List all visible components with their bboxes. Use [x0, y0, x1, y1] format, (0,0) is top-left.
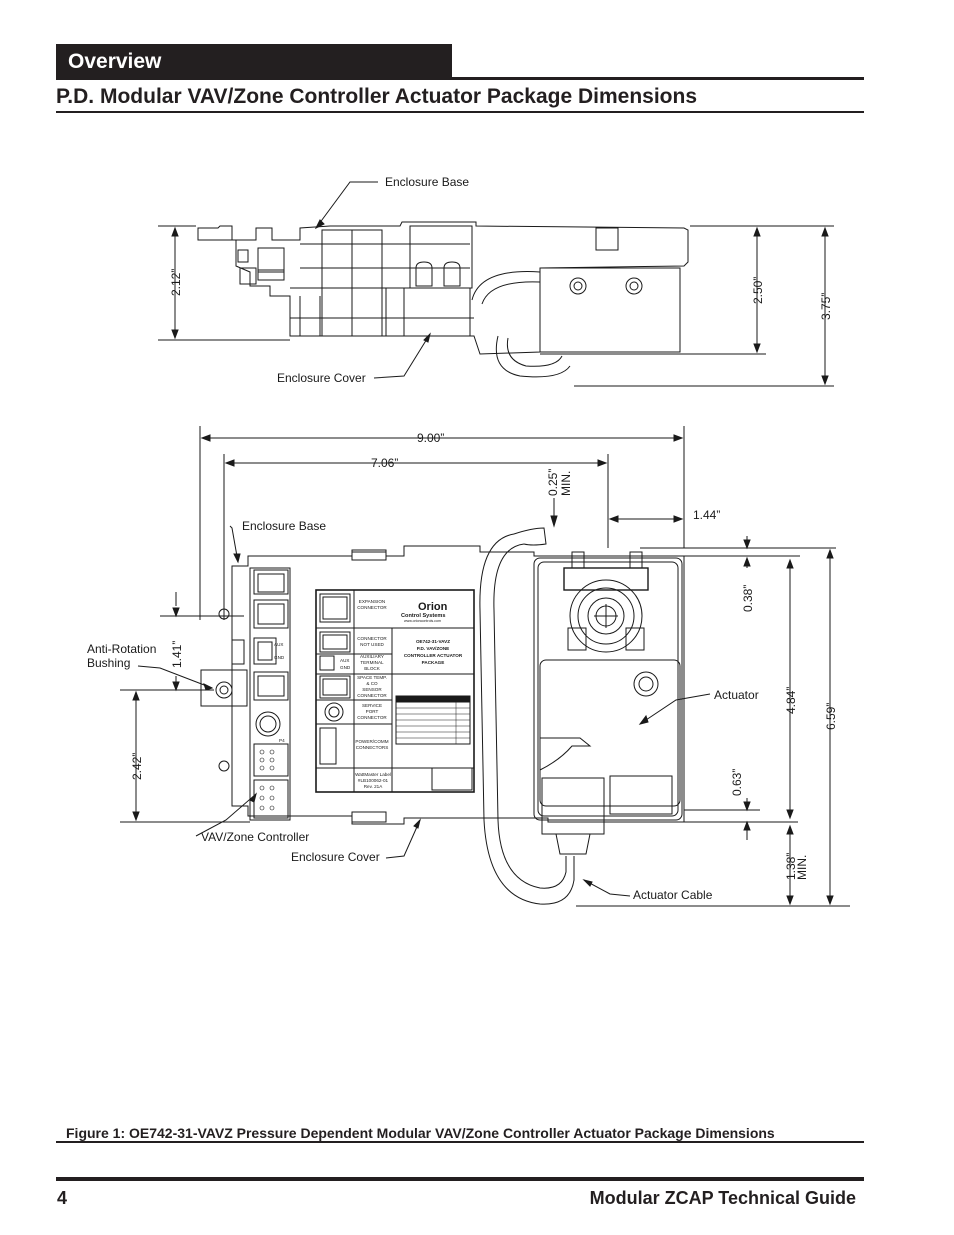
svg-text:EXPANSION: EXPANSION: [359, 599, 385, 604]
top-view-labels: Enclosure Base Enclosure Cover 2.12” 2.5…: [169, 175, 833, 385]
label-bushing: Bushing: [87, 656, 130, 670]
dim-0-63: 0.63”: [730, 769, 744, 796]
section-tab: Overview: [56, 44, 452, 78]
section-label: Overview: [68, 50, 162, 73]
dim-3-75: 3.75”: [819, 293, 833, 320]
dim-6-59: 6.59”: [824, 703, 838, 730]
front-view: [120, 426, 850, 907]
svg-text:Rev. 21A: Rev. 21A: [364, 784, 383, 789]
dim-0-38: 0.38”: [741, 585, 755, 612]
svg-text:CONNECTOR: CONNECTOR: [357, 715, 387, 720]
dimension-drawing: Enclosure Base Enclosure Cover 2.12” 2.5…: [87, 175, 850, 907]
footer-rule: [56, 1177, 864, 1181]
dim-0-25: 0.25”: [546, 469, 560, 496]
svg-text:OE742-31-VAVZ: OE742-31-VAVZ: [416, 639, 450, 644]
dim-2-12: 2.12”: [169, 269, 183, 296]
figure-caption: Figure 1: OE742-31-VAVZ Pressure Depende…: [66, 1125, 775, 1141]
svg-text:CONNECTOR: CONNECTOR: [357, 636, 387, 641]
svg-text:AUXILIARY: AUXILIARY: [360, 654, 384, 659]
svg-text:SENSOR: SENSOR: [362, 687, 382, 692]
page-title: P.D. Modular VAV/Zone Controller Actuato…: [56, 85, 698, 108]
dim-1-38-min: MIN.: [795, 855, 809, 880]
svg-text:#LB100062-01: #LB100062-01: [358, 778, 389, 783]
svg-text:GND: GND: [274, 655, 285, 660]
svg-text:CONTROLLER ACTUATOR: CONTROLLER ACTUATOR: [404, 653, 463, 658]
top-view: [197, 221, 689, 378]
label-enclosure-cover: Enclosure Cover: [291, 850, 380, 864]
svg-text:PACKAGE: PACKAGE: [422, 660, 445, 665]
svg-text:AUX: AUX: [340, 658, 349, 663]
svg-text:& CO: & CO: [366, 681, 378, 686]
svg-text:P4: P4: [279, 738, 285, 743]
svg-text:CONNECTOR: CONNECTOR: [357, 605, 387, 610]
label-sheet-text: EXPANSION CONNECTOR CONNECTOR NOT USED A…: [274, 599, 463, 789]
dim-1-44: 1.44”: [693, 508, 720, 522]
dim-4-84: 4.84”: [784, 687, 798, 714]
top-dimensions: [158, 181, 834, 387]
title-rule: [56, 111, 864, 113]
page-number: 4: [57, 1188, 68, 1208]
svg-text:PORT: PORT: [366, 709, 379, 714]
dim-1-41: 1.41”: [170, 641, 184, 668]
label-actuator: Actuator: [714, 688, 759, 702]
label-anti-rotation: Anti-Rotation: [87, 642, 156, 656]
svg-text:SERVICE: SERVICE: [362, 703, 382, 708]
dim-9-00: 9.00”: [417, 431, 444, 445]
dim-2-50: 2.50”: [751, 277, 765, 304]
svg-text:P.D. VAV/ZONE: P.D. VAV/ZONE: [417, 646, 449, 651]
dim-0-25-min: MIN.: [559, 471, 573, 496]
front-view-labels: 9.00” 7.06” 0.25” MIN. 1.44” 0.38” 4.84”…: [87, 431, 838, 902]
caption-rule: [56, 1141, 864, 1143]
svg-text:AUX: AUX: [274, 642, 283, 647]
label-vav-zone-controller: VAV/Zone Controller: [201, 830, 309, 844]
label-enclosure-cover-top: Enclosure Cover: [277, 371, 366, 385]
svg-text:GND: GND: [340, 665, 351, 670]
dim-1-38: 1.38”: [784, 853, 798, 880]
svg-text:TERMINAL: TERMINAL: [360, 660, 384, 665]
svg-text:www.orioncontrols.com: www.orioncontrols.com: [404, 619, 441, 623]
svg-text:POWER/COMM: POWER/COMM: [355, 739, 388, 744]
header-rule: [56, 77, 864, 80]
svg-text:BLOCK: BLOCK: [364, 666, 381, 671]
dim-7-06: 7.06”: [371, 456, 398, 470]
svg-text:SPACE TEMP.: SPACE TEMP.: [357, 675, 387, 680]
svg-text:NOT USED: NOT USED: [360, 642, 384, 647]
brand-orion: Orion: [418, 601, 448, 613]
guide-title: Modular ZCAP Technical Guide: [589, 1188, 856, 1208]
svg-text:WattMaster Label: WattMaster Label: [355, 772, 391, 777]
dim-2-42: 2.42”: [130, 753, 144, 780]
label-enclosure-base-top: Enclosure Base: [385, 175, 469, 189]
svg-text:CONNECTOR: CONNECTOR: [357, 693, 387, 698]
label-actuator-cable: Actuator Cable: [633, 888, 713, 902]
label-enclosure-base: Enclosure Base: [242, 519, 326, 533]
svg-text:CONNECTORS: CONNECTORS: [356, 745, 389, 750]
svg-text:Control Systems: Control Systems: [401, 613, 445, 619]
